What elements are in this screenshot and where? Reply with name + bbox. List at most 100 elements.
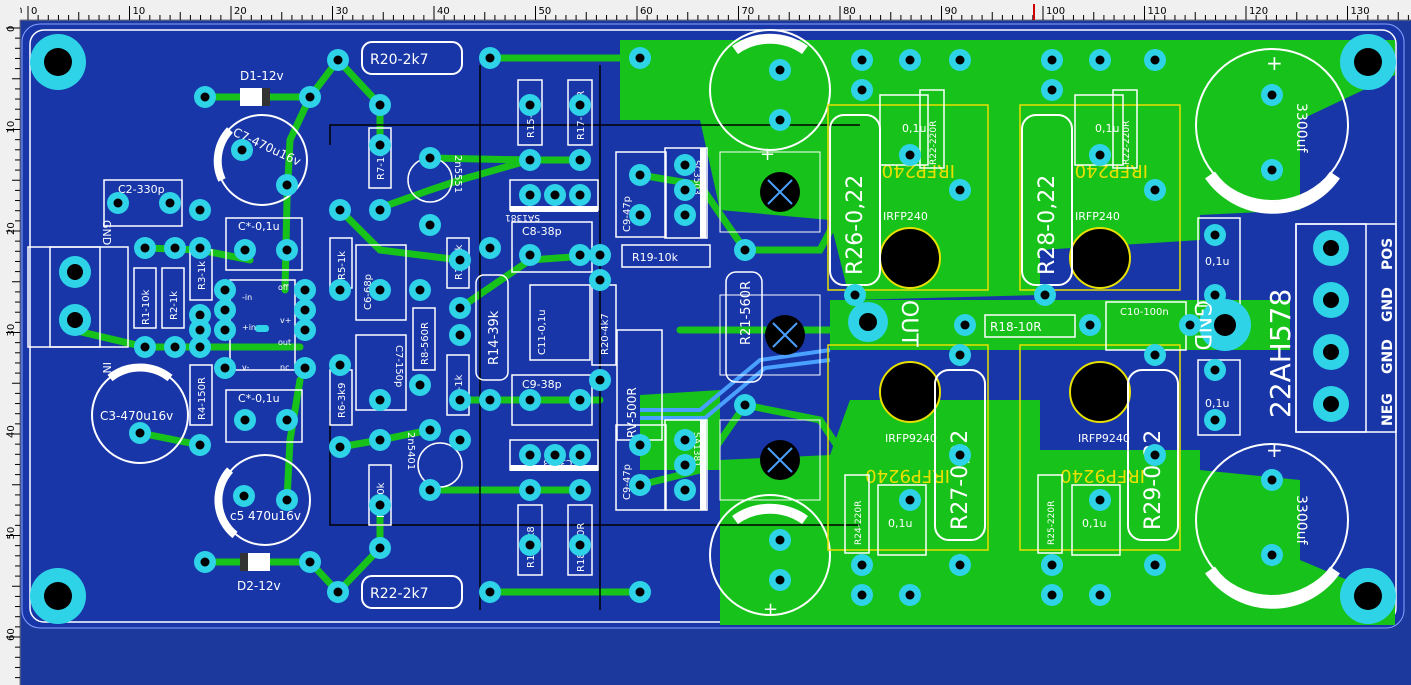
pad-hole [195, 243, 205, 253]
svg-text:nc: nc [280, 363, 289, 372]
ruler-tick-label: 20 [6, 222, 17, 235]
label-in: IN [100, 362, 113, 373]
pad-hole [1210, 365, 1220, 375]
svg-text:0,1u: 0,1u [1095, 122, 1119, 135]
pad-hole [220, 305, 230, 315]
pad-hole [1095, 495, 1105, 505]
svg-text:C*-0,1u: C*-0,1u [238, 392, 280, 405]
svg-text:D2-12v: D2-12v [237, 579, 281, 593]
bottom-traces [640, 348, 831, 420]
pad-hole [680, 435, 690, 445]
pad-hole [200, 92, 210, 102]
pad-hole [1210, 415, 1220, 425]
svg-text:R6-3k9: R6-3k9 [337, 383, 348, 418]
ruler-tick-label: 90 [945, 6, 958, 17]
ruler-tick-label: 30 [336, 6, 349, 17]
resistor-r2: R2-1k [161, 267, 185, 329]
resistor-r15: R15-6k8 [517, 79, 543, 146]
pad-hole [1210, 290, 1220, 300]
input-connector: GND IN [27, 220, 129, 373]
mounting-holes [30, 34, 1396, 624]
pad-hole [375, 395, 385, 405]
resistor-r22: R22-2k7 [361, 575, 463, 609]
driver-sc3503: SC3503 [664, 147, 708, 239]
pad-hole [165, 198, 175, 208]
pad-hole [375, 500, 385, 510]
cap-c9-47p-top: C9-47p [615, 151, 667, 238]
svg-text:C6-68p: C6-68p [363, 274, 374, 310]
cap-c6: C6-68p [355, 244, 407, 321]
svg-text:+: + [1266, 438, 1283, 462]
pad-hole [282, 495, 292, 505]
ruler-tick-label: 10 [6, 121, 17, 134]
resistor-r28: R28-0,22 [1021, 114, 1073, 286]
pad-hole [220, 363, 230, 373]
pad-hole [1047, 590, 1057, 600]
svg-text:+: + [760, 144, 775, 165]
cap-supply-top: 3300uf + [1195, 48, 1349, 214]
mosfet-q-bot-left: IRFP9240 IRFP9240 [827, 344, 989, 551]
svg-text:R20-2k7: R20-2k7 [370, 52, 429, 68]
pad-hole [195, 205, 205, 215]
pad-hole [375, 285, 385, 295]
pad-hole [525, 190, 535, 200]
ruler-tick-label: 10 [133, 6, 146, 17]
svg-text:R7-10k: R7-10k [376, 144, 387, 180]
svg-text:R25-220R: R25-220R [1047, 501, 1057, 545]
resistor-r25: R25-220R [1037, 474, 1063, 554]
pad-hole [635, 210, 645, 220]
pad-hole [335, 442, 345, 452]
resistor-r4: R4-150R [189, 364, 213, 426]
svg-text:0,1u: 0,1u [1082, 517, 1106, 530]
pad-hole [282, 245, 292, 255]
pad-hole [1095, 55, 1105, 65]
pad-hole [550, 450, 560, 460]
pad-hole [425, 485, 435, 495]
pad-hole [575, 155, 585, 165]
svg-text:R22-2k7: R22-2k7 [370, 586, 429, 602]
resistor-r22-220r-b: R22-220R [1112, 89, 1138, 169]
pad-hole [595, 275, 605, 285]
pad-hole [300, 325, 310, 335]
ruler-tick-label: 50 [539, 6, 552, 17]
pad-hole [375, 140, 385, 150]
pad-hole [575, 100, 585, 110]
pad-hole [113, 198, 123, 208]
pad-hole [1040, 290, 1050, 300]
bias-transistors [719, 151, 821, 501]
pad-hole [455, 303, 465, 313]
cap-c9-38p: C9-38p [511, 374, 593, 426]
pad-hole [485, 53, 495, 63]
pad-hole [595, 250, 605, 260]
cap-center-top: + [709, 29, 831, 165]
output-pad: OUT [848, 300, 921, 347]
svg-text:IRFP240: IRFP240 [883, 210, 928, 223]
svg-text:D1-12v: D1-12v [240, 69, 284, 83]
pad-hole [455, 395, 465, 405]
pad-hole [680, 160, 690, 170]
svg-text:C3-470u16v: C3-470u16v [100, 409, 173, 423]
svg-text:off: off [278, 283, 289, 292]
pad-hole [305, 92, 315, 102]
pad-hole [375, 100, 385, 110]
ruler-tick-label: 70 [742, 6, 755, 17]
svg-text:GND: GND [1380, 339, 1396, 374]
pad-hole [425, 425, 435, 435]
pad-hole [575, 485, 585, 495]
resistor-r20: R20-2k7 [361, 41, 463, 75]
pad-hole [220, 285, 230, 295]
pad-hole [680, 185, 690, 195]
pad-hole [425, 220, 435, 230]
pad-hole [170, 342, 180, 352]
pad-hole [905, 495, 915, 505]
svg-text:C*-0,1u: C*-0,1u [238, 220, 280, 233]
pad-hole [955, 185, 965, 195]
pad-hole [140, 342, 150, 352]
pad-hole [905, 590, 915, 600]
ruler-tick-label: 60 [640, 6, 653, 17]
svg-text:2n5401: 2n5401 [405, 432, 416, 470]
pad-hole [775, 65, 785, 75]
pad-hole [595, 375, 605, 385]
pad-hole [850, 290, 860, 300]
